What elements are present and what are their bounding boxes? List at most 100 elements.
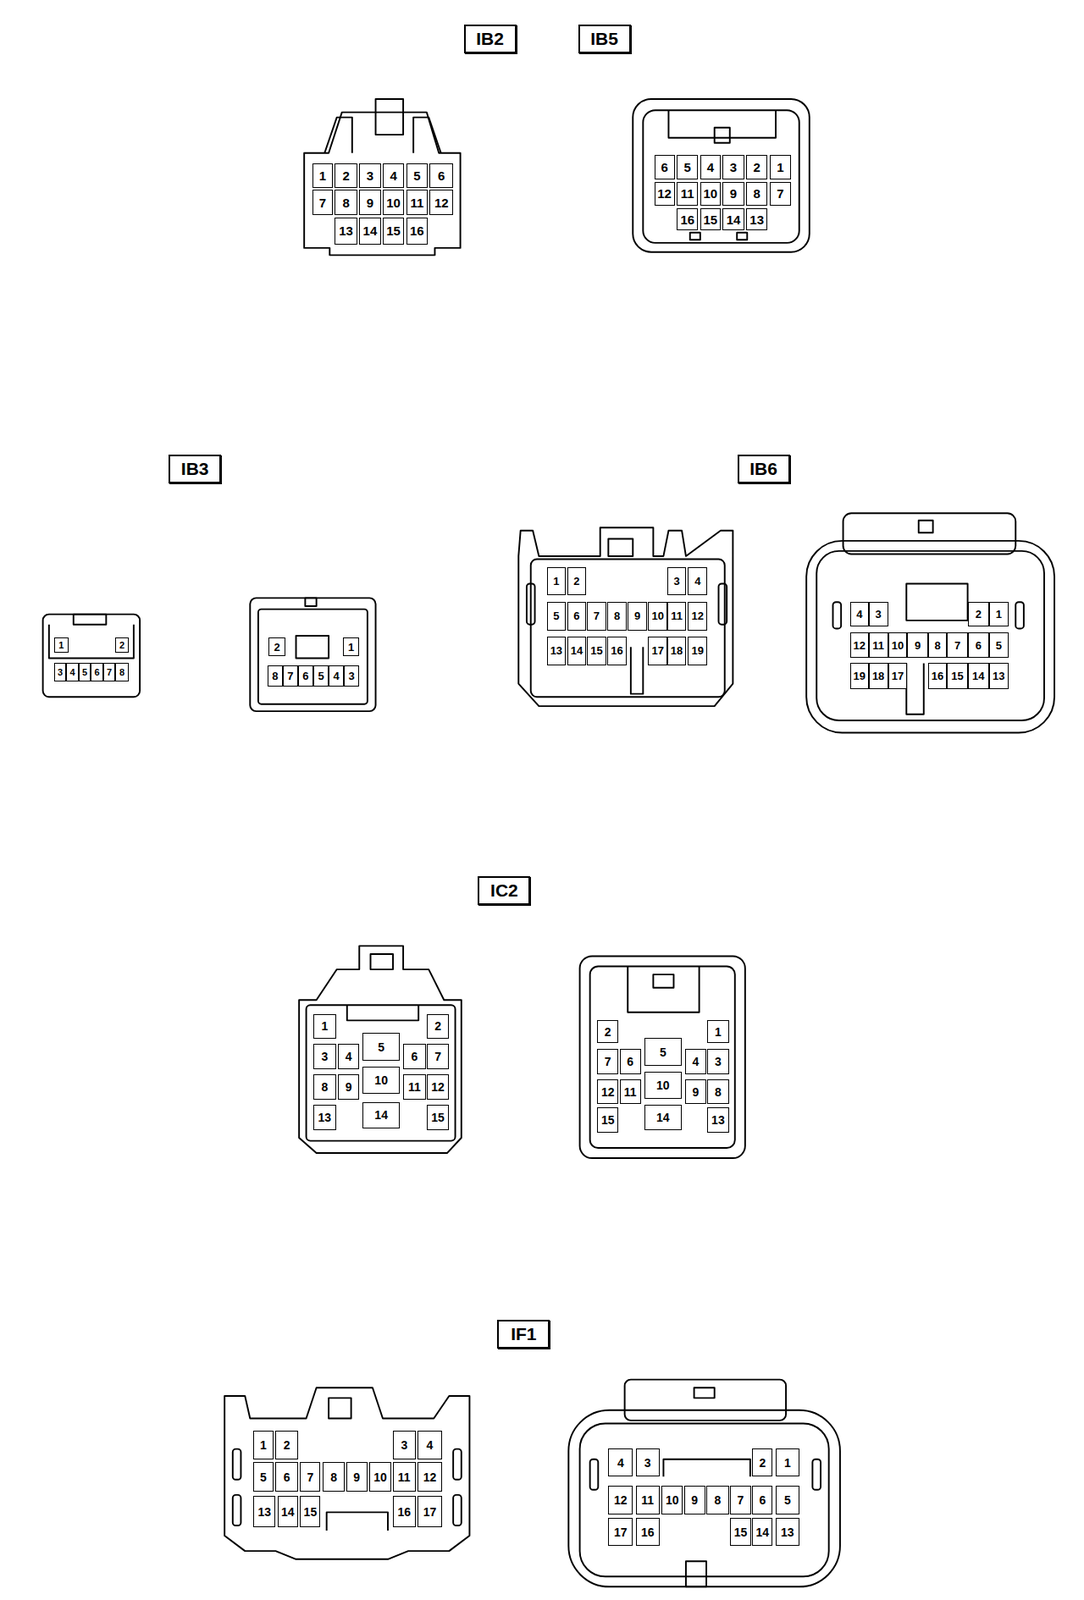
pin-cell: 19 bbox=[687, 636, 708, 666]
pin-number: 5 bbox=[413, 169, 421, 183]
pin-cell: 6 bbox=[403, 1044, 426, 1070]
pin-cell: 2 bbox=[275, 1431, 299, 1461]
pin-cell: 1 bbox=[342, 637, 360, 657]
pin-number: 3 bbox=[320, 1050, 328, 1063]
pin-number: 4 bbox=[345, 1050, 353, 1063]
connector-code: IB5 bbox=[590, 28, 619, 50]
pin-number: 9 bbox=[730, 187, 737, 200]
pin-cell: 12 bbox=[597, 1079, 619, 1105]
pin-cell: 15 bbox=[426, 1105, 450, 1131]
pin-number: 5 bbox=[82, 668, 88, 678]
pin-cell: 10 bbox=[700, 182, 721, 207]
pin-cell: 13 bbox=[707, 1107, 729, 1134]
pin-cell: 3 bbox=[722, 154, 744, 180]
pin-number: 11 bbox=[641, 1494, 654, 1507]
pin-cell: 1 bbox=[775, 1449, 800, 1477]
pin-number: 14 bbox=[374, 1109, 388, 1122]
pin-cell: 8 bbox=[267, 665, 283, 687]
pin-number: 11 bbox=[872, 640, 885, 652]
pin-number: 2 bbox=[753, 160, 761, 174]
pin-cell: 1 bbox=[313, 1014, 337, 1040]
pin-cell: 5 bbox=[676, 154, 698, 180]
pin-cell: 10 bbox=[369, 1462, 391, 1493]
pin-number: 5 bbox=[684, 160, 692, 174]
pin-cell: 7 bbox=[103, 663, 116, 682]
pin-number: 5 bbox=[377, 1041, 385, 1054]
pin-number: 16 bbox=[680, 213, 695, 227]
pin-cell: 3 bbox=[868, 602, 889, 627]
pin-cell: 10 bbox=[647, 602, 668, 631]
pin-cell: 6 bbox=[429, 163, 454, 189]
pin-number: 1 bbox=[348, 641, 354, 653]
connector-tag: IF1 bbox=[497, 1320, 550, 1350]
pin-cell: 4 bbox=[700, 154, 721, 180]
pin-cell: 12 bbox=[608, 1486, 633, 1516]
pin-number: 17 bbox=[423, 1506, 437, 1519]
pin-cell: 5 bbox=[989, 632, 1009, 659]
pin-number: 15 bbox=[590, 645, 603, 657]
pin-cell: 9 bbox=[359, 189, 381, 216]
pin-cell: 16 bbox=[406, 217, 428, 246]
pin-number: 9 bbox=[691, 1494, 698, 1507]
pin-number: 3 bbox=[644, 1457, 652, 1470]
connector-tag: IB3 bbox=[168, 454, 222, 484]
pin-cell: 15 bbox=[730, 1518, 752, 1547]
pin-number: 14 bbox=[363, 224, 378, 238]
pin-number: 9 bbox=[366, 196, 374, 210]
pin-cell: 19 bbox=[850, 663, 869, 689]
pin-number: 2 bbox=[342, 169, 349, 183]
pin-cell: 2 bbox=[597, 1020, 619, 1044]
pin-cell: 8 bbox=[313, 1074, 337, 1101]
pin-number: 9 bbox=[345, 1081, 353, 1094]
pin-number: 6 bbox=[94, 668, 100, 678]
pin-number: 15 bbox=[386, 224, 401, 238]
pin-cell: 17 bbox=[888, 663, 908, 689]
pin-cell: 13 bbox=[334, 217, 358, 246]
pin-cell: 11 bbox=[868, 632, 889, 659]
pin-number: 17 bbox=[891, 670, 904, 682]
pin-number: 12 bbox=[434, 196, 449, 210]
pin-number: 11 bbox=[409, 196, 424, 210]
pin-number: 13 bbox=[711, 1114, 725, 1127]
pin-number: 10 bbox=[665, 1494, 680, 1507]
pin-number: 15 bbox=[601, 1114, 615, 1127]
pin-cell: 6 bbox=[275, 1462, 299, 1493]
pin-number: 15 bbox=[951, 670, 963, 682]
connector-tag: IB6 bbox=[737, 454, 791, 484]
pin-number: 8 bbox=[713, 1494, 721, 1507]
pin-cell: 4 bbox=[337, 1044, 360, 1070]
pin-cell: 16 bbox=[928, 663, 948, 689]
pin-number: 7 bbox=[319, 196, 327, 210]
pin-number: 13 bbox=[317, 1111, 332, 1124]
pin-number: 7 bbox=[954, 640, 961, 652]
pin-cell: 10 bbox=[362, 1067, 401, 1096]
pin-cell: 11 bbox=[406, 189, 428, 216]
pin-cell: 5 bbox=[547, 602, 566, 631]
pin-cell: 2 bbox=[746, 154, 768, 180]
pin-cell: 7 bbox=[769, 182, 791, 207]
pin-number: 10 bbox=[374, 1074, 388, 1087]
connector-tag: IB5 bbox=[578, 24, 631, 54]
pin-number: 18 bbox=[872, 670, 885, 682]
pin-cell: 2 bbox=[426, 1014, 450, 1040]
pin-cell: 13 bbox=[989, 663, 1009, 689]
pin-number: 5 bbox=[259, 1471, 267, 1484]
pin-cell: 1 bbox=[54, 637, 69, 653]
pin-number: 14 bbox=[972, 670, 985, 682]
pin-cell: 8 bbox=[334, 189, 358, 216]
pin-number: 11 bbox=[624, 1086, 637, 1099]
pin-cell: 14 bbox=[967, 663, 990, 689]
connector-code: IF1 bbox=[510, 1324, 537, 1345]
pin-cell: 6 bbox=[567, 602, 587, 631]
pin-cell: 7 bbox=[586, 602, 607, 631]
pin-cell: 10 bbox=[382, 189, 404, 216]
pin-number: 6 bbox=[302, 670, 309, 682]
pin-number: 17 bbox=[613, 1526, 628, 1539]
pin-cell: 3 bbox=[359, 163, 381, 189]
pin-cell: 2 bbox=[752, 1449, 773, 1477]
pin-number: 8 bbox=[119, 668, 125, 678]
pin-number: 2 bbox=[758, 1457, 766, 1470]
pin-cell: 12 bbox=[429, 189, 454, 216]
pin-cell: 7 bbox=[946, 632, 968, 659]
pin-number: 10 bbox=[652, 610, 664, 622]
